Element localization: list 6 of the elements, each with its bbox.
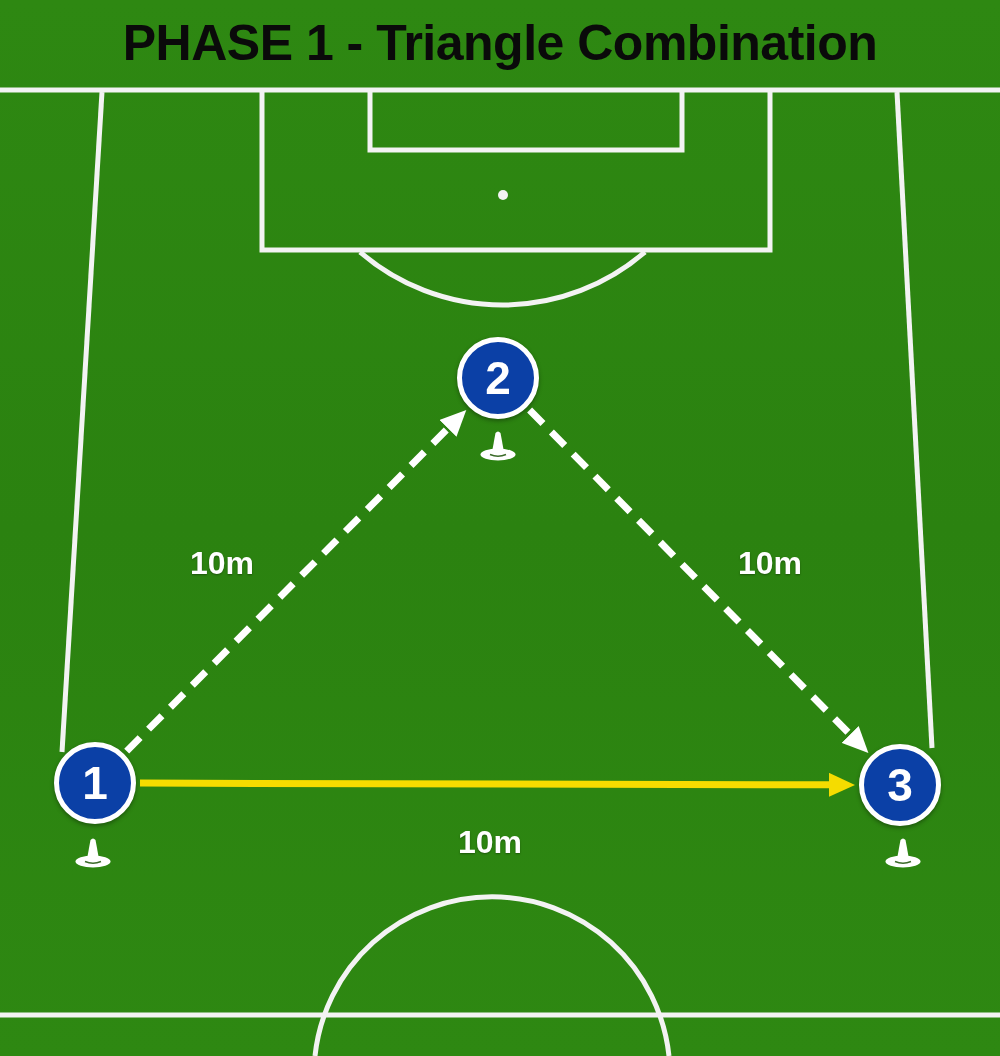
dashed-arrow (527, 407, 871, 756)
title: PHASE 1 - Triangle Combination (121, 14, 879, 73)
distance-label: 10m (190, 545, 254, 581)
dashed-arrow (124, 407, 469, 754)
distance-label: 10m (738, 545, 802, 581)
distance-label: 10m (458, 824, 522, 860)
